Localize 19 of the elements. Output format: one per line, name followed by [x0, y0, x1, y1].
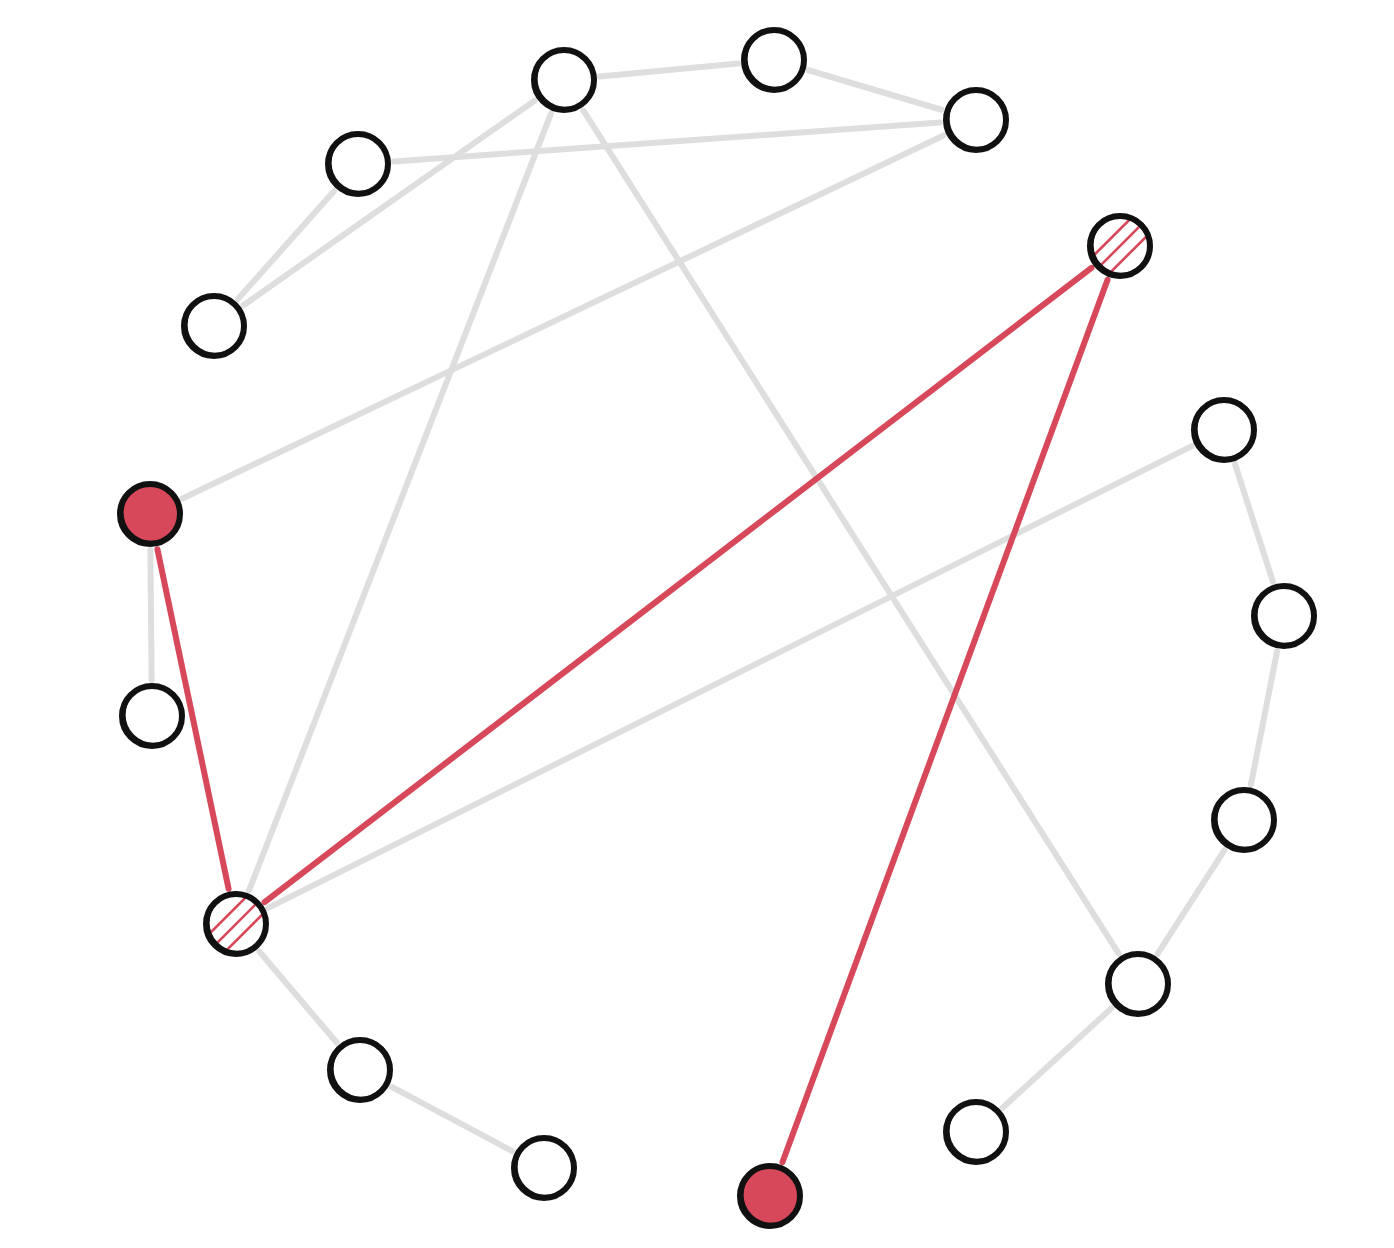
- connection-line: [256, 948, 340, 1046]
- connection-line: [390, 119, 944, 165]
- connection-line: [240, 97, 538, 309]
- connection-line: [265, 443, 1195, 911]
- connection-line: [388, 1083, 516, 1155]
- connection-line: [805, 67, 945, 113]
- connection-line: [580, 107, 1122, 957]
- connection-line: [1247, 648, 1281, 788]
- connection-line: [1154, 847, 1228, 957]
- connection-line: [779, 276, 1111, 1166]
- connection-line: [596, 60, 742, 80]
- connection-line: [1232, 461, 1276, 585]
- connection-line: [246, 110, 554, 894]
- connection-line: [179, 132, 947, 502]
- connection-line: [147, 547, 155, 683]
- connection-line: [234, 187, 338, 303]
- connection-line: [261, 264, 1095, 906]
- connection-line: [154, 546, 232, 892]
- connection-line: [999, 1005, 1115, 1111]
